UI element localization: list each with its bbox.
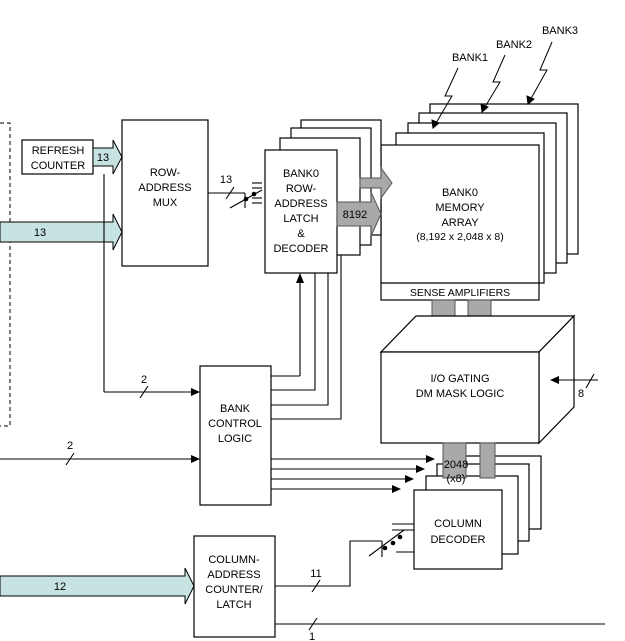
bank-control-logic: BANK CONTROL LOGIC: [199, 365, 272, 506]
svg-text:BANK: BANK: [220, 403, 251, 415]
bank-control-left-input: 2: [0, 440, 200, 466]
column-bus-arrow-2: [479, 442, 496, 479]
svg-text:8: 8: [578, 388, 584, 400]
array-title-3: ARRAY: [441, 217, 479, 229]
svg-text:LATCH: LATCH: [216, 599, 251, 611]
column-decoder-stack: COLUMN DECODER: [413, 455, 542, 570]
row-latch-stack: BANK0 ROW- ADDRESS LATCH & DECODER: [264, 119, 382, 274]
address-bus-arrow: [0, 213, 123, 251]
svg-text:2: 2: [141, 374, 147, 386]
svg-text:BANK0: BANK0: [283, 168, 319, 180]
svg-text:13: 13: [220, 174, 232, 186]
svg-text:COUNTER/: COUNTER/: [205, 584, 263, 596]
bank-select-wire: 2: [103, 174, 200, 399]
refresh-counter: REFRESH COUNTER: [21, 139, 94, 175]
column-bus-arrow: [442, 442, 467, 479]
refresh-bus-width: 13: [97, 152, 109, 164]
svg-text:LOGIC: LOGIC: [218, 433, 252, 445]
row-bus-arrow: [336, 191, 382, 237]
svg-text:DECODER: DECODER: [430, 534, 485, 546]
column-counter-to-decoder: 11: [275, 523, 414, 593]
svg-text:I/O GATING: I/O GATING: [430, 373, 489, 385]
refresh-bus-arrow: [92, 139, 123, 175]
memory-array-stack: BANK0 MEMORY ARRAY (8,192 x 2,048 x 8) S…: [380, 103, 579, 301]
svg-text:COLUMN: COLUMN: [434, 518, 482, 530]
column-address-counter-latch: COLUMN- ADDRESS COUNTER/ LATCH: [193, 535, 276, 638]
svg-text:DM MASK LOGIC: DM MASK LOGIC: [416, 388, 505, 400]
column-bus-width: 2048: [444, 459, 468, 471]
address-bus-width: 13: [34, 227, 46, 239]
svg-text:ADDRESS: ADDRESS: [138, 182, 191, 194]
svg-text:COUNTER: COUNTER: [31, 160, 85, 172]
svg-text:LATCH: LATCH: [283, 213, 318, 225]
svg-text:1: 1: [309, 631, 315, 641]
bank2-label: BANK2: [496, 39, 532, 51]
row-bus-back: [359, 166, 393, 200]
array-title-2: MEMORY: [435, 202, 485, 214]
column-address-bus-width: 12: [54, 581, 66, 593]
mux-to-latch-wire: 13: [208, 174, 263, 209]
bank-control-to-column-decoder: [271, 455, 435, 493]
bank1-label: BANK1: [452, 52, 488, 64]
column-counter-bottom-output: 1: [275, 617, 605, 641]
svg-text:&: &: [297, 228, 305, 240]
svg-text:ROW-: ROW-: [286, 183, 317, 195]
column-address-bus-arrow: [0, 567, 195, 605]
svg-text:11: 11: [310, 568, 321, 580]
bank-control-to-row-latch: [271, 255, 342, 420]
sense-amplifiers-label: SENSE AMPLIFIERS: [410, 287, 510, 299]
bank-pointers: [431, 41, 553, 129]
io-gating-dm-mask: I/O GATING DM MASK LOGIC: [379, 314, 576, 445]
svg-text:ADDRESS: ADDRESS: [207, 569, 260, 581]
svg-text:ADDRESS: ADDRESS: [274, 198, 327, 210]
dm-input-wire: 8: [550, 373, 598, 400]
array-title-1: BANK0: [442, 187, 478, 199]
row-address-mux: ROW- ADDRESS MUX: [121, 119, 209, 267]
bank0-memory-array: [380, 144, 540, 301]
row-bus-width: 8192: [343, 209, 367, 221]
svg-text:COLUMN-: COLUMN-: [208, 554, 260, 566]
bank3-label: BANK3: [542, 25, 578, 37]
dashed-boundary: [0, 122, 11, 427]
svg-text:CONTROL: CONTROL: [208, 418, 262, 430]
svg-text:MUX: MUX: [153, 197, 178, 209]
array-dimensions: (8,192 x 2,048 x 8): [416, 231, 504, 243]
svg-text:REFRESH: REFRESH: [32, 145, 85, 157]
svg-text:DECODER: DECODER: [273, 243, 328, 255]
svg-text:2: 2: [67, 440, 73, 452]
svg-text:ROW-: ROW-: [150, 167, 181, 179]
column-bus-mult: (x8): [447, 473, 466, 485]
